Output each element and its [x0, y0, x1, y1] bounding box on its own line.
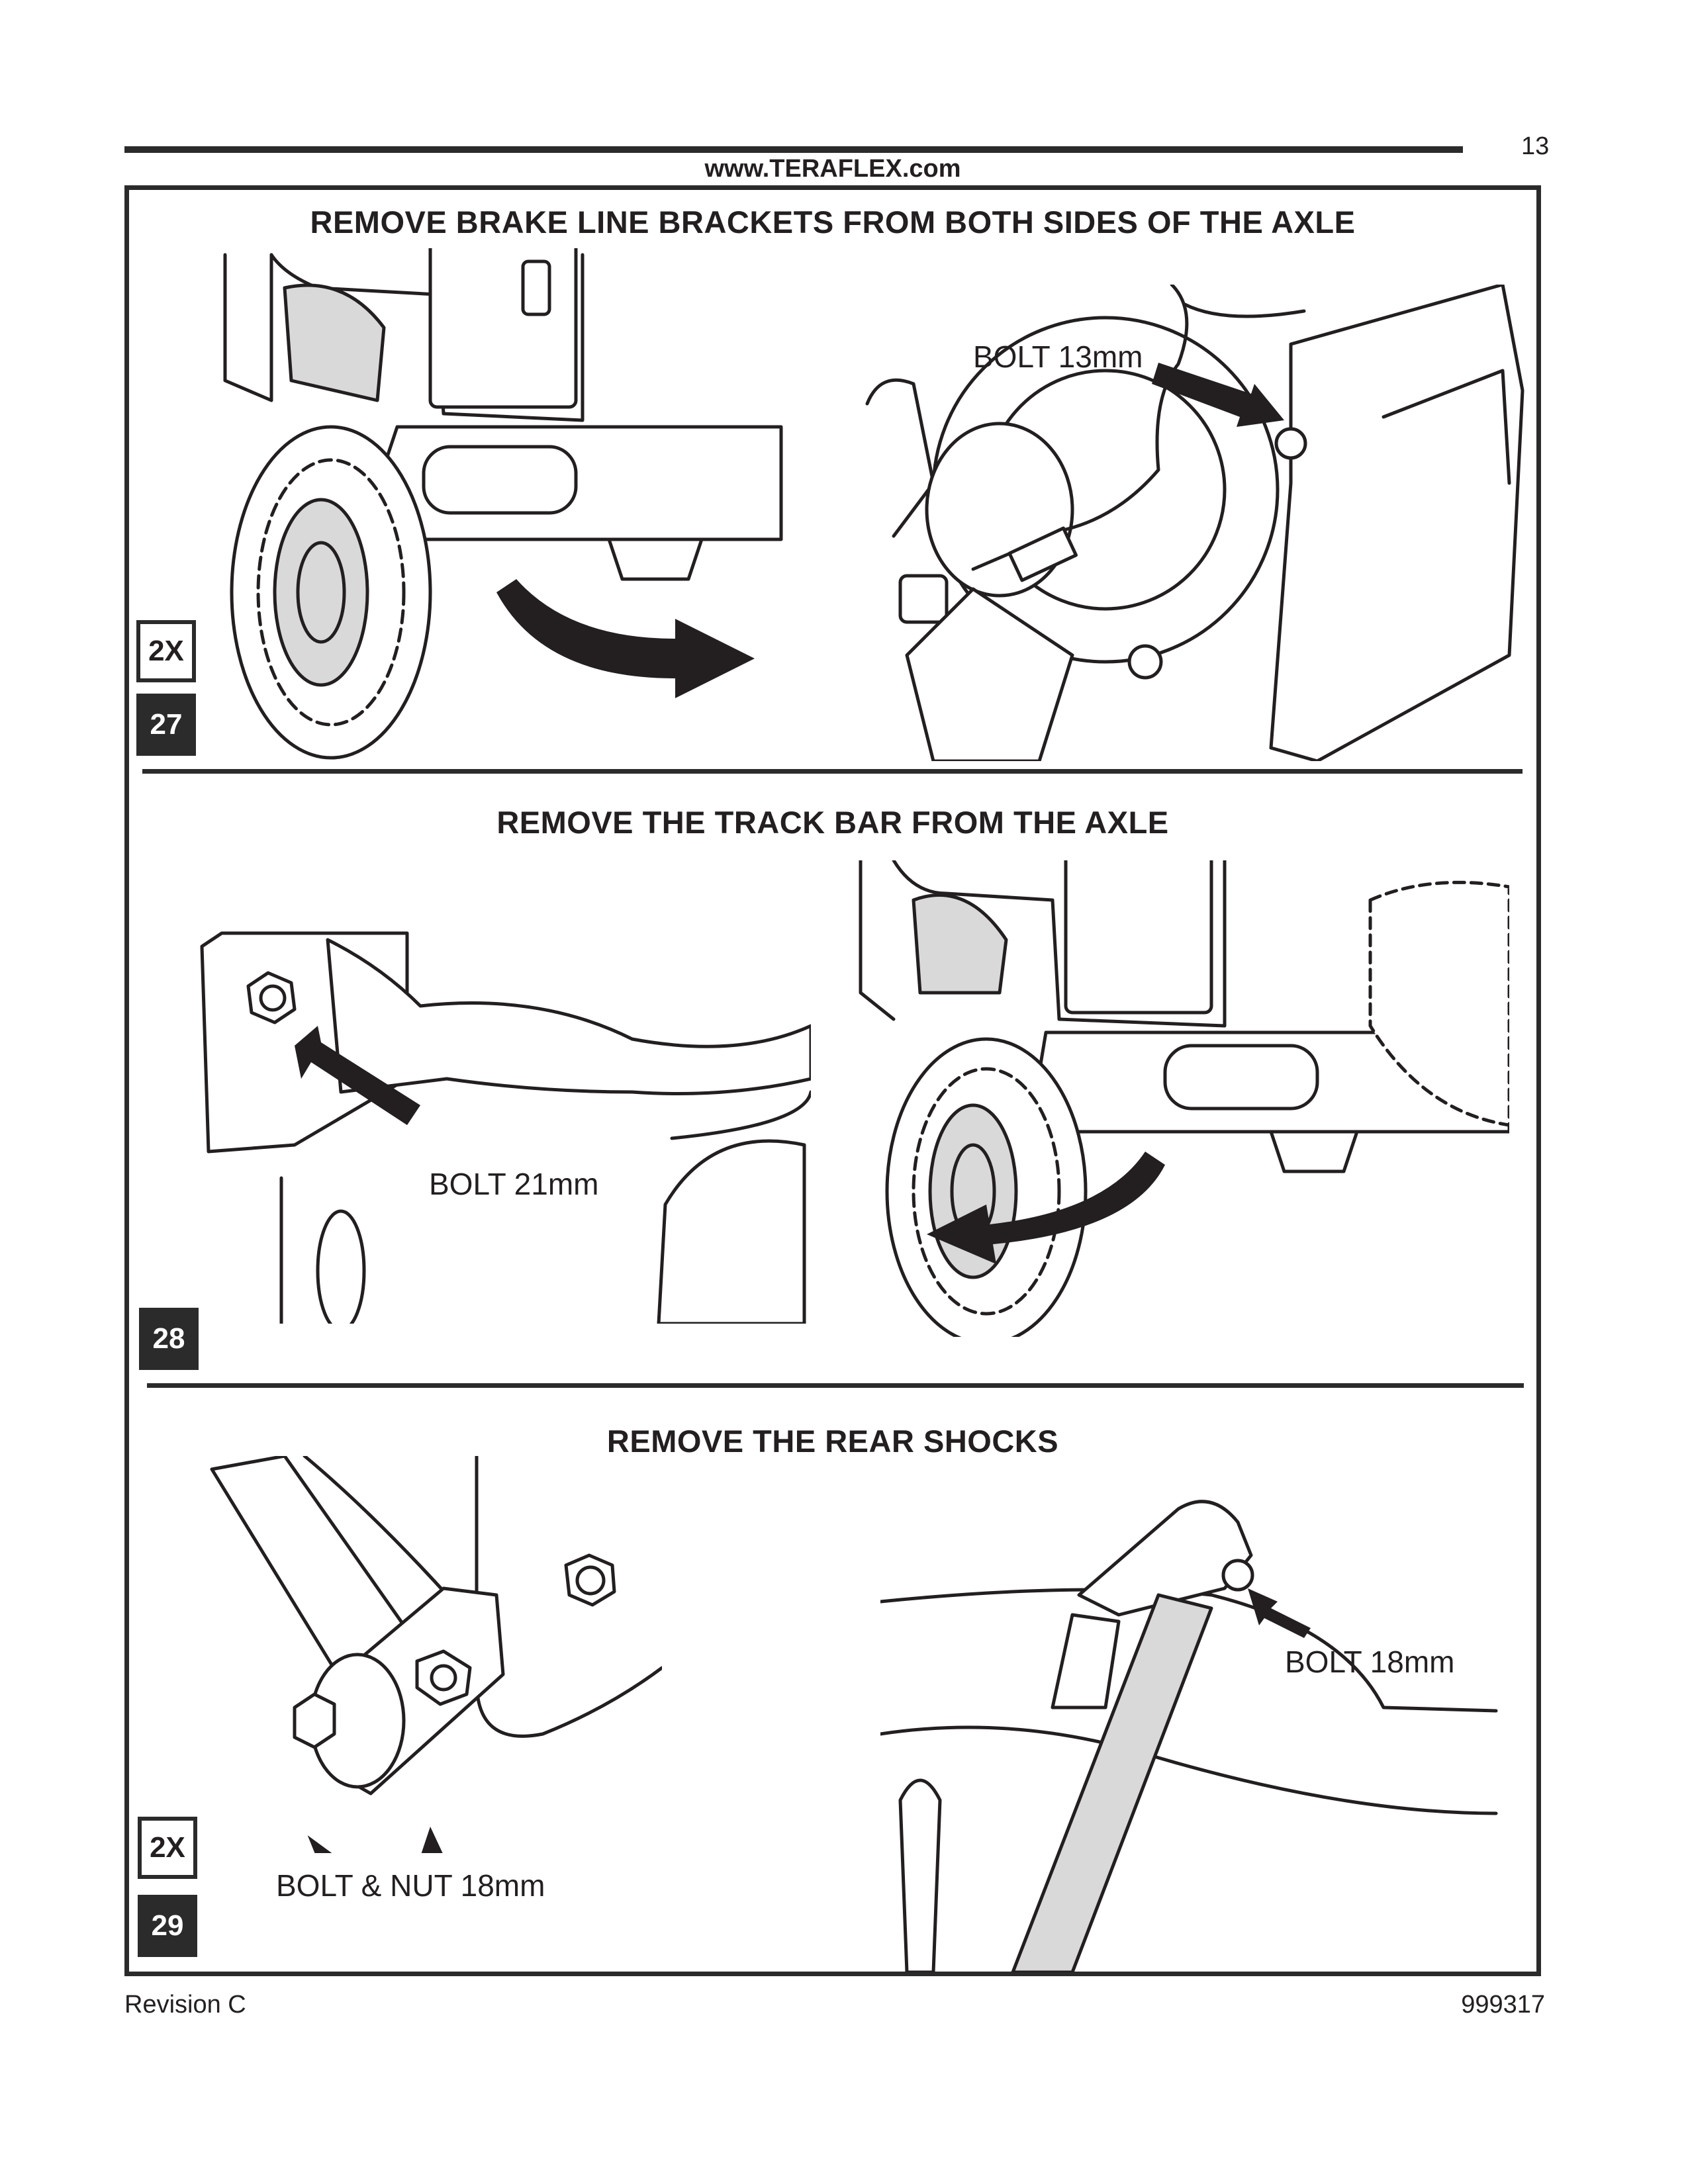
brake-line-bracket-illustration: [865, 285, 1524, 761]
step-28-title: REMOVE THE TRACK BAR FROM THE AXLE: [496, 805, 1169, 840]
step-29-quantity-badge: 2X: [138, 1817, 197, 1879]
step-27-quantity-badge: 2X: [136, 620, 196, 682]
instructions-frame: [124, 185, 1541, 1976]
revision-label: Revision C: [124, 1991, 246, 2019]
header-rule: [124, 146, 1463, 153]
track-bar-bolt-illustration: [200, 931, 811, 1324]
part-number: 999317: [1461, 1991, 1545, 2019]
lower-shock-mount-illustration: [210, 1456, 662, 1853]
step-27-number-badge: 27: [136, 694, 196, 756]
jeep-track-bar-illustration: [859, 860, 1509, 1337]
bolt-21mm-label: BOLT 21mm: [429, 1167, 599, 1201]
bolt-13mm-label: BOLT 13mm: [973, 340, 1143, 374]
jeep-rear-illustration: [223, 248, 783, 760]
step-29-number-badge: 29: [138, 1895, 197, 1957]
website-url: www.TERAFLEX.com: [704, 155, 961, 183]
step-29-title: REMOVE THE REAR SHOCKS: [606, 1424, 1059, 1459]
bolt-18mm-label: BOLT 18mm: [1285, 1645, 1455, 1679]
bolt-and-nut-18mm-label: BOLT & NUT 18mm: [276, 1868, 545, 1903]
section-divider: [147, 1383, 1524, 1388]
step-28-number-badge: 28: [139, 1308, 199, 1370]
upper-shock-mount-illustration: [880, 1500, 1498, 1972]
section-divider: [142, 769, 1523, 774]
page-number: 13: [1521, 132, 1550, 160]
step-27-title: REMOVE BRAKE LINE BRACKETS FROM BOTH SID…: [310, 205, 1356, 240]
